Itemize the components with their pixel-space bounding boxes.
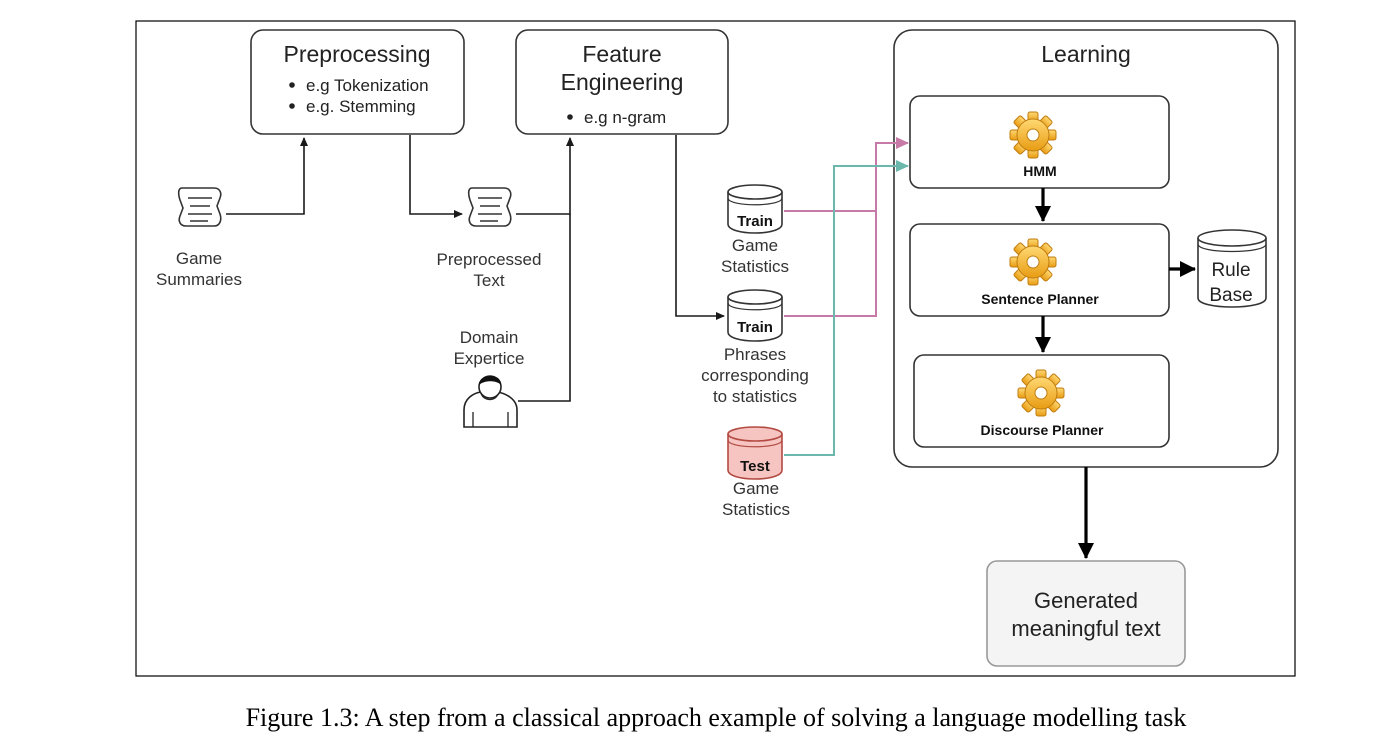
preprocessing-title: Preprocessing xyxy=(283,41,430,67)
arrow-train-game-to-hmm xyxy=(784,137,909,212)
gear-icon xyxy=(1017,369,1065,417)
preprocessing-box: Preprocessing e.g Tokenization e.g. Stem… xyxy=(250,29,465,135)
test-game-statistics-tag: Test xyxy=(740,458,770,475)
sentence-planner-label: Sentence Planner xyxy=(981,291,1099,307)
database-icon xyxy=(727,184,783,234)
domain-expertise-label-line1: Domain xyxy=(460,328,519,347)
sentence-planner-box: Sentence Planner xyxy=(909,223,1170,317)
train-game-statistics-node: Train Game Statistics xyxy=(721,184,789,276)
train-phrases-tag: Train xyxy=(737,319,773,336)
train-game-statistics-label-line2: Statistics xyxy=(721,257,789,276)
discourse-planner-label: Discourse Planner xyxy=(981,422,1104,438)
person-icon xyxy=(463,375,518,428)
gear-icon xyxy=(1009,111,1057,159)
game-summaries-node: Game Summaries xyxy=(156,187,242,289)
document-icon xyxy=(177,187,222,227)
hmm-label: HMM xyxy=(1023,163,1056,179)
database-icon xyxy=(727,289,783,342)
train-phrases-label-line3: to statistics xyxy=(713,387,797,406)
arrow-preprocessing-to-text xyxy=(409,135,463,218)
game-summaries-label-line1: Game xyxy=(176,249,222,268)
arrow-train-phrases-to-hmm xyxy=(784,211,877,317)
train-phrases-node: Train Phrases corresponding to statistic… xyxy=(701,289,809,406)
rule-base-label-line1: Rule xyxy=(1211,260,1250,281)
rule-base-label-line2: Base xyxy=(1209,285,1252,306)
arrow-summaries-to-preprocessing xyxy=(226,137,308,215)
feature-engineering-bullet-ngram: e.g n-gram xyxy=(584,108,666,127)
rule-base-database: Rule Base xyxy=(1197,229,1267,308)
connectors xyxy=(226,135,1196,559)
feature-engineering-box: Feature Engineering e.g n-gram xyxy=(515,29,729,135)
domain-expertise-node: Domain Expertice xyxy=(454,328,525,428)
arrow-test-to-hmm xyxy=(784,160,909,456)
preprocessed-text-label-line1: Preprocessed xyxy=(437,250,542,269)
generated-text-line1: Generated xyxy=(1034,588,1138,613)
train-game-statistics-label-line1: Game xyxy=(732,236,778,255)
test-game-statistics-label-line1: Game xyxy=(733,479,779,498)
hmm-box: HMM xyxy=(909,95,1170,189)
preprocessed-text-node: Preprocessed Text xyxy=(437,187,542,290)
arrow-expertise-to-feature-engineering xyxy=(518,214,571,402)
discourse-planner-box: Discourse Planner xyxy=(913,354,1170,448)
generated-text-box: Generated meaningful text xyxy=(986,560,1186,667)
train-phrases-label-line2: corresponding xyxy=(701,366,809,385)
gear-icon xyxy=(1009,238,1057,286)
learning-title: Learning xyxy=(1041,41,1131,67)
arrow-feature-engineering-to-phrases xyxy=(675,135,725,320)
train-phrases-label-line1: Phrases xyxy=(724,345,786,364)
domain-expertise-label-line2: Expertice xyxy=(454,349,525,368)
train-game-statistics-tag: Train xyxy=(737,213,773,230)
game-summaries-label-line2: Summaries xyxy=(156,270,242,289)
feature-engineering-title-line1: Feature xyxy=(582,41,661,67)
test-game-statistics-label-line2: Statistics xyxy=(722,500,790,519)
test-game-statistics-node: Test Game Statistics xyxy=(722,426,790,519)
preprocessing-bullet-tokenization: e.g Tokenization xyxy=(306,76,429,95)
preprocessing-bullet-stemming: e.g. Stemming xyxy=(306,97,416,116)
feature-engineering-title-line2: Engineering xyxy=(561,69,684,95)
preprocessed-text-label-line2: Text xyxy=(473,271,504,290)
figure-caption: Figure 1.3: A step from a classical appr… xyxy=(246,703,1187,732)
document-icon xyxy=(467,187,512,227)
database-icon xyxy=(727,426,783,480)
generated-text-line2: meaningful text xyxy=(1011,616,1160,641)
